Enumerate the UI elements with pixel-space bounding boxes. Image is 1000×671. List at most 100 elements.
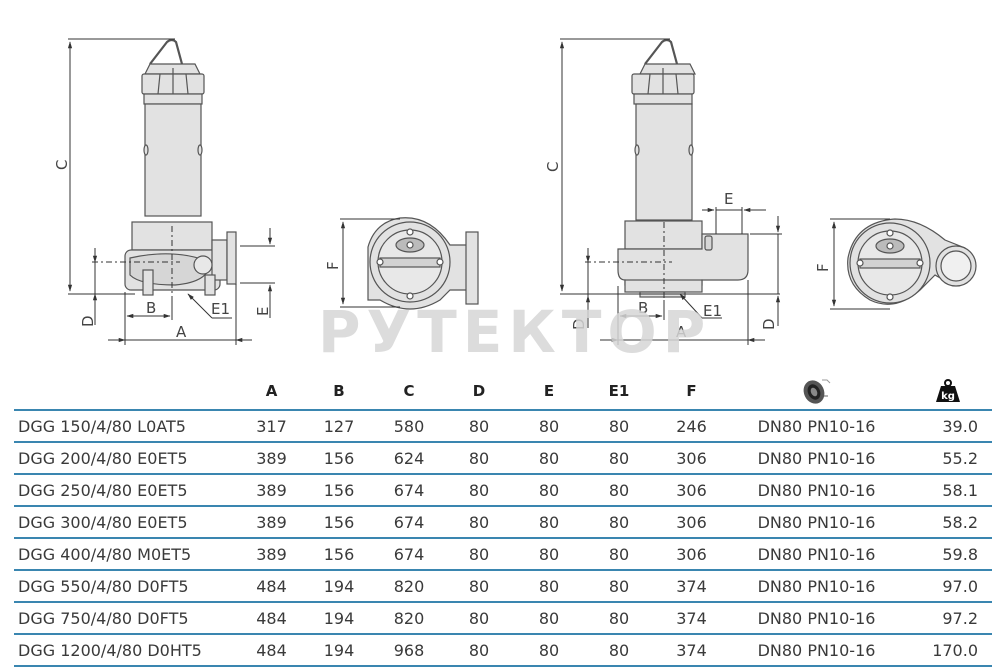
label-e-right: E xyxy=(724,190,733,208)
cell-f: 306 xyxy=(654,441,729,474)
specifications-table: A B C D E E1 F kg xyxy=(14,372,992,667)
cell-c: 968 xyxy=(374,633,444,667)
cell-c: 674 xyxy=(374,473,444,506)
cell-d: 80 xyxy=(444,537,514,570)
cell-model: DGG 150/4/80 L0AT5 xyxy=(14,409,239,442)
cell-e1: 80 xyxy=(584,601,654,634)
cell-weight: 97.2 xyxy=(904,601,992,634)
cell-weight: 58.1 xyxy=(904,473,992,506)
cell-e: 80 xyxy=(514,409,584,442)
cell-f: 306 xyxy=(654,537,729,570)
label-e1-right: E1 xyxy=(703,302,722,320)
flange-icon xyxy=(803,379,830,404)
right-top-dimensions xyxy=(830,218,890,310)
right-dimensions xyxy=(559,38,782,345)
cell-e1: 80 xyxy=(584,537,654,570)
svg-text:kg: kg xyxy=(941,391,955,402)
left-top-dimensions xyxy=(340,218,400,308)
right-pump-top-view xyxy=(847,218,977,305)
cell-model: DGG 300/4/80 E0ET5 xyxy=(14,505,239,538)
cell-f: 306 xyxy=(654,473,729,506)
right-dimension-labels: C D B A E1 E D xyxy=(544,162,778,341)
cell-c: 820 xyxy=(374,601,444,634)
cell-d: 80 xyxy=(444,473,514,506)
table-row: DGG 200/4/80 E0ET5 389 156 624 80 80 80 … xyxy=(14,441,992,474)
weight-kg-icon: kg xyxy=(936,378,960,402)
cell-a: 389 xyxy=(239,473,304,506)
cell-c: 674 xyxy=(374,505,444,538)
label-b-right: B xyxy=(638,299,648,317)
right-pump-side-view xyxy=(617,38,749,298)
cell-weight: 55.2 xyxy=(904,441,992,474)
cell-d: 80 xyxy=(444,601,514,634)
header-a: A xyxy=(265,381,278,400)
cell-b: 127 xyxy=(304,409,374,442)
table-row: DGG 750/4/80 D0FT5 484 194 820 80 80 80 … xyxy=(14,601,992,634)
cell-a: 389 xyxy=(239,441,304,474)
cell-b: 156 xyxy=(304,441,374,474)
cell-a: 389 xyxy=(239,537,304,570)
label-f-right: F xyxy=(814,263,832,272)
table-row: DGG 250/4/80 E0ET5 389 156 674 80 80 80 … xyxy=(14,473,992,506)
cell-e1: 80 xyxy=(584,505,654,538)
left-dimensions xyxy=(67,38,275,345)
cell-flange: DN80 PN10-16 xyxy=(729,633,904,667)
cell-flange: DN80 PN10-16 xyxy=(729,409,904,442)
table-row: DGG 550/4/80 D0FT5 484 194 820 80 80 80 … xyxy=(14,569,992,602)
cell-c: 624 xyxy=(374,441,444,474)
cell-model: DGG 400/4/80 M0ET5 xyxy=(14,537,239,570)
label-f-left: F xyxy=(324,261,342,270)
cell-d: 80 xyxy=(444,409,514,442)
label-a: A xyxy=(176,323,187,341)
cell-e: 80 xyxy=(514,441,584,474)
header-e1: E1 xyxy=(608,381,630,400)
table-row: DGG 300/4/80 E0ET5 389 156 674 80 80 80 … xyxy=(14,505,992,538)
cell-b: 156 xyxy=(304,473,374,506)
cell-f: 246 xyxy=(654,409,729,442)
header-weight: kg xyxy=(904,372,992,410)
cell-c: 674 xyxy=(374,537,444,570)
cell-f: 374 xyxy=(654,633,729,667)
left-pump-side-view xyxy=(92,38,237,300)
cell-e1: 80 xyxy=(584,409,654,442)
cell-d: 80 xyxy=(444,441,514,474)
cell-flange: DN80 PN10-16 xyxy=(729,537,904,570)
header-f: F xyxy=(686,381,697,400)
cell-weight: 59.8 xyxy=(904,537,992,570)
cell-e1: 80 xyxy=(584,569,654,602)
cell-b: 156 xyxy=(304,505,374,538)
header-e: E xyxy=(543,381,555,400)
table-row: DGG 400/4/80 M0ET5 389 156 674 80 80 80 … xyxy=(14,537,992,570)
cell-a: 484 xyxy=(239,633,304,667)
label-d-right-left: D xyxy=(570,318,588,330)
label-c-right: C xyxy=(544,162,562,172)
cell-weight: 170.0 xyxy=(904,633,992,667)
cell-e: 80 xyxy=(514,505,584,538)
cell-e: 80 xyxy=(514,537,584,570)
cell-model: DGG 200/4/80 E0ET5 xyxy=(14,441,239,474)
dimension-drawings: C D B A E1 E F xyxy=(53,38,977,345)
left-dimension-labels: C D B A E1 E xyxy=(53,160,272,341)
label-d-right-right: D xyxy=(760,318,778,330)
cell-b: 194 xyxy=(304,601,374,634)
label-e: E xyxy=(254,307,272,316)
label-e1: E1 xyxy=(211,300,230,318)
cell-weight: 58.2 xyxy=(904,505,992,538)
table-row: DGG 1200/4/80 D0HT5 484 194 968 80 80 80… xyxy=(14,633,992,667)
header-d: D xyxy=(472,381,486,400)
cell-model: DGG 1200/4/80 D0HT5 xyxy=(14,633,239,667)
cell-e: 80 xyxy=(514,473,584,506)
label-a-right: A xyxy=(676,323,687,341)
pump-diagrams: C D B A E1 E F xyxy=(53,38,977,345)
cell-f: 306 xyxy=(654,505,729,538)
cell-f: 374 xyxy=(654,601,729,634)
cell-e1: 80 xyxy=(584,473,654,506)
header-b: B xyxy=(333,381,345,400)
cell-a: 484 xyxy=(239,569,304,602)
cell-d: 80 xyxy=(444,505,514,538)
watermark: РУТЕКТОР xyxy=(318,298,712,366)
cell-d: 80 xyxy=(444,633,514,667)
cell-a: 389 xyxy=(239,505,304,538)
cell-flange: DN80 PN10-16 xyxy=(729,601,904,634)
table-header-row: A B C D E E1 F kg xyxy=(14,372,992,410)
